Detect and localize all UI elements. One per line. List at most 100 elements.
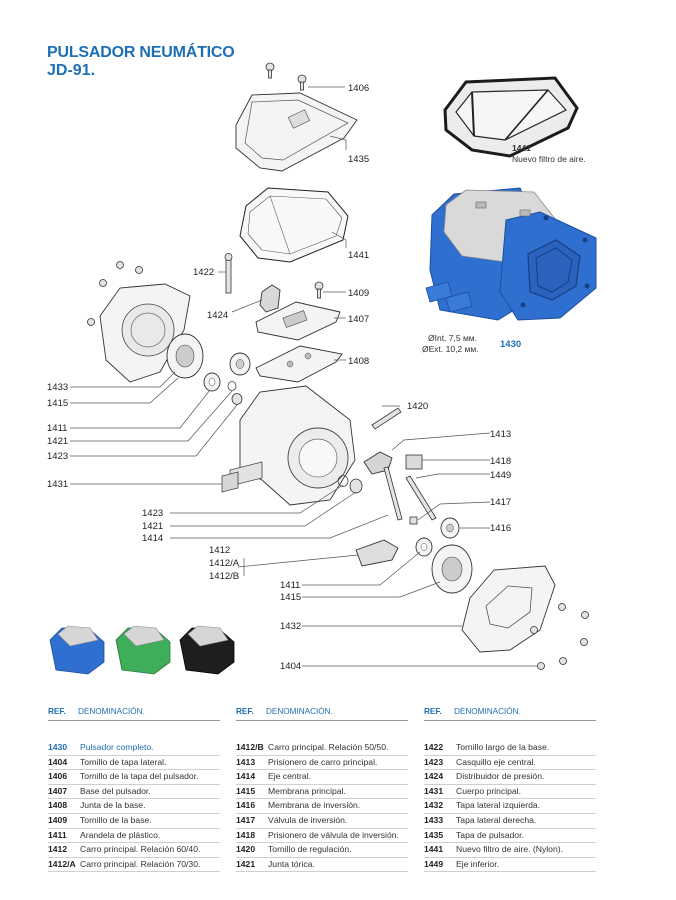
callout-1407: 1407 bbox=[348, 314, 369, 325]
callout-1433: 1433 bbox=[47, 382, 68, 393]
row-ref: 1408 bbox=[48, 800, 68, 811]
row-ref: 1433 bbox=[424, 814, 444, 825]
callout-1411-top: 1411 bbox=[47, 423, 67, 434]
callout-1420: 1420 bbox=[407, 401, 428, 412]
table-header: REF. DENOMINACIÓN. bbox=[48, 707, 220, 721]
callout-1421-bottom: 1421 bbox=[142, 521, 163, 532]
callout-1408: 1408 bbox=[348, 356, 369, 367]
callout-1411-bottom: 1411 bbox=[280, 580, 300, 591]
row-ref: 1404 bbox=[48, 756, 68, 767]
row-denomination: Arandela de plástico. bbox=[80, 829, 161, 840]
callout-1435: 1435 bbox=[348, 154, 369, 165]
row-denomination: Carro principal. Relación 50/50. bbox=[268, 742, 389, 752]
callout-1423-bottom: 1423 bbox=[142, 508, 163, 519]
row-denomination: Junta de la base. bbox=[80, 800, 146, 811]
row-denomination: Carro principal. Relación 60/40. bbox=[80, 844, 201, 855]
callout-1412a: 1412/A bbox=[209, 558, 240, 569]
row-ref: 1412/A bbox=[48, 858, 76, 869]
screw-1420 bbox=[371, 407, 402, 430]
row-ref: 1416 bbox=[236, 800, 256, 811]
row-denomination: Tapa lateral derecha. bbox=[456, 814, 537, 825]
row-ref: 1420 bbox=[236, 844, 256, 855]
pulsator-small-blue bbox=[49, 625, 105, 675]
callout-labels: 1406 1435 1441 1422 1409 1424 1407 1408 … bbox=[47, 83, 586, 672]
row-denomination: Base del pulsador. bbox=[80, 785, 151, 796]
callout-1418: 1418 bbox=[490, 456, 511, 467]
row-denomination: Tornillo de la base. bbox=[80, 814, 152, 825]
title-line-1: PULSADOR NEUMÁTICO bbox=[47, 44, 235, 61]
callout-1423-top: 1423 bbox=[47, 451, 68, 462]
row-ref: 1435 bbox=[424, 829, 444, 840]
callout-1449: 1449 bbox=[490, 470, 511, 481]
row-ref: 1412/B bbox=[236, 742, 264, 752]
base-1407 bbox=[255, 301, 341, 341]
callout-1406: 1406 bbox=[348, 83, 369, 94]
callout-1431: 1431 bbox=[47, 479, 68, 490]
leader-lines bbox=[70, 86, 538, 667]
table-header: REF. DENOMINACIÓN. bbox=[236, 707, 408, 721]
callout-1412b: 1412/B bbox=[209, 571, 239, 582]
valve-1417 bbox=[409, 516, 418, 525]
callout-1421-top: 1421 bbox=[47, 436, 68, 447]
row-denomination: Eje inferior. bbox=[456, 858, 499, 869]
screws-1404-bottom bbox=[530, 603, 589, 670]
callout-1414: 1414 bbox=[142, 533, 163, 544]
row-denomination: Cuerpo principal. bbox=[456, 785, 521, 796]
callout-1422: 1422 bbox=[193, 267, 214, 278]
row-ref: 1412 bbox=[48, 844, 68, 855]
row-ref: 1411 bbox=[48, 829, 67, 840]
table-header: REF. DENOMINACIÓN. bbox=[424, 707, 596, 721]
membrane-1416 bbox=[440, 517, 460, 539]
distributor-1424 bbox=[259, 284, 281, 313]
filter-photo bbox=[443, 76, 579, 158]
row-ref: 1423 bbox=[424, 756, 444, 767]
header-ref: REF. bbox=[424, 707, 442, 716]
pulsator-photo-blue bbox=[425, 187, 597, 321]
row-ref: 1414 bbox=[236, 771, 256, 782]
pulsator-small-black bbox=[179, 625, 235, 675]
gasket-1408 bbox=[255, 345, 343, 383]
washer-1411-left bbox=[415, 537, 433, 557]
pulsator-small-green bbox=[115, 625, 171, 675]
row-denomination: Junta tórica. bbox=[268, 858, 315, 869]
row-ref: 1449 bbox=[424, 858, 444, 869]
callout-1413: 1413 bbox=[490, 429, 511, 440]
header-den: DENOMINACIÓN. bbox=[454, 707, 521, 716]
callout-1412: 1412 bbox=[209, 545, 230, 556]
row-denomination: Prisionero de carro principal. bbox=[268, 756, 378, 767]
filter-caption-ref: 1441 bbox=[512, 143, 531, 153]
table-row: 1412 Carro principal. Relación 60/40. bbox=[48, 843, 220, 858]
row-ref: 1424 bbox=[424, 771, 444, 782]
callout-1424: 1424 bbox=[207, 310, 228, 321]
side-cover-1432 bbox=[461, 565, 556, 653]
callout-1430: 1430 bbox=[500, 339, 521, 350]
retainer-1418 bbox=[405, 454, 423, 470]
dim-inner: ØInt. 7,5 мм. bbox=[428, 333, 477, 343]
screws-1404-top bbox=[87, 261, 143, 326]
oring-1421-right bbox=[227, 381, 243, 405]
row-denomination: Prisionero de válvula de inversión. bbox=[268, 829, 399, 840]
row-denomination: Casquillo eje central. bbox=[456, 756, 536, 767]
row-ref: 1431 bbox=[424, 785, 444, 796]
table-row: 1412/B Carro principal. Relación 50/50. bbox=[236, 741, 408, 756]
row-ref: 1432 bbox=[424, 800, 444, 811]
screw-1406 bbox=[265, 62, 307, 91]
row-ref: 1422 bbox=[424, 742, 444, 752]
table-row: 1423 Casquillo eje central. bbox=[424, 756, 596, 771]
screw-1409 bbox=[314, 281, 324, 299]
membrane-1415-left bbox=[431, 544, 473, 594]
callout-1415-top: 1415 bbox=[47, 398, 68, 409]
row-denomination: Tapa de pulsador. bbox=[456, 829, 524, 840]
